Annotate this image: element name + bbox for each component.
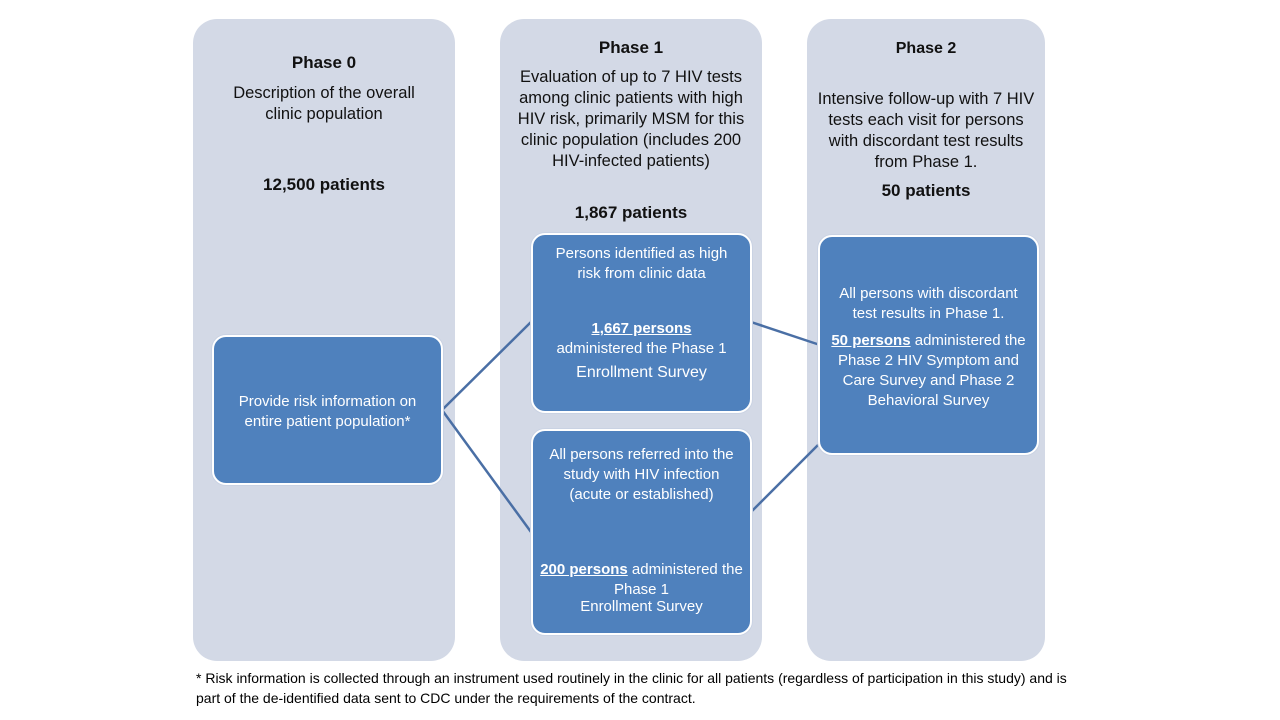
phase-1-count: 1,867 patients — [574, 203, 688, 222]
high-risk-count-highlight: 1,667 persons — [591, 320, 692, 337]
phase-2-box-survey: 50 persons administered the Phase 2 HIV … — [820, 331, 1037, 411]
phase-1-description: Evaluation of up to 7 HIV tests among cl… — [517, 68, 745, 170]
phase-1-referred-box: All persons referred into the study with… — [531, 429, 752, 635]
phase-2-count-highlight: 50 persons — [831, 332, 911, 349]
phase-2-description: Intensive follow-up with 7 HIV tests eac… — [817, 90, 1035, 171]
high-risk-survey-line1: administered the Phase 1 — [556, 340, 727, 357]
phase-2-count: 50 patients — [881, 181, 971, 200]
referred-survey-line2: Enrollment Survey — [580, 598, 703, 615]
phase-0-count: 12,500 patients — [263, 175, 385, 194]
footnote: * Risk information is collected through … — [196, 670, 1067, 706]
high-risk-description: Persons identified as high risk from cli… — [555, 245, 728, 282]
phase-2-discordant-box: All persons with discordant test results… — [818, 235, 1039, 455]
high-risk-count: 1,667 persons — [533, 319, 750, 339]
phase-1-high-risk-box: Persons identified as high risk from cli… — [531, 233, 752, 413]
high-risk-survey-line2: Enrollment Survey — [576, 364, 707, 381]
referred-survey: 200 persons administered the Phase 1 — [533, 560, 750, 600]
phase-0-risk-text: Provide risk information on entire patie… — [238, 393, 417, 430]
phase-2-title: Phase 2 — [895, 40, 957, 57]
referred-survey-line1: administered the Phase 1 — [613, 561, 743, 598]
referred-count-highlight: 200 persons — [540, 561, 628, 578]
phase-0-risk-box: Provide risk information on entire patie… — [212, 335, 443, 485]
phase-0-title: Phase 0 — [291, 53, 357, 72]
phase-2-box-description: All persons with discordant test results… — [839, 285, 1018, 322]
referred-description: All persons referred into the study with… — [549, 446, 734, 503]
phase-1-title: Phase 1 — [598, 38, 664, 57]
phase-0-description: Description of the overall clinic popula… — [233, 84, 415, 123]
phase-2-survey-text: administered the Phase 2 HIV Symptom and… — [838, 332, 1026, 409]
